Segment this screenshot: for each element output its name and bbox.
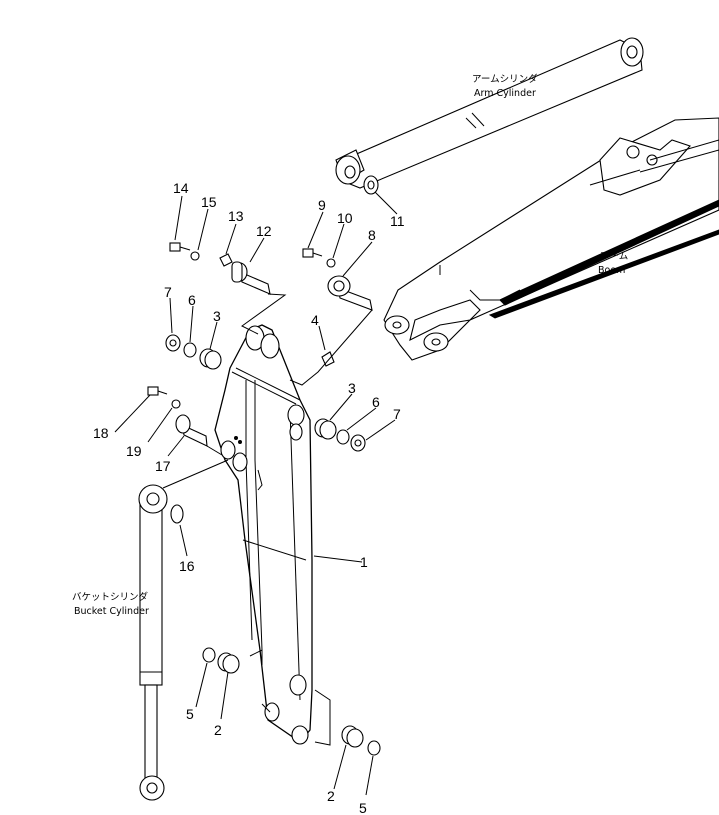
callout-numbers: 1 2 2 3 3 4 5 5 6 6 7 7 8 9 10 11 12 13 …: [93, 180, 405, 815]
bolts-washers: [147, 175, 381, 756]
callout-18: 18: [93, 425, 109, 441]
boom: [383, 117, 719, 361]
bucket-cylinder: [138, 484, 168, 801]
callout-8: 8: [368, 227, 376, 243]
callout-13: 13: [228, 208, 244, 224]
callout-2-right: 2: [327, 788, 335, 804]
callout-12: 12: [256, 223, 272, 239]
pin-17: [175, 414, 208, 447]
callout-3-left: 3: [213, 308, 221, 324]
arm-cylinder-label-jp: アームシリンダ: [472, 73, 538, 85]
callout-2-left: 2: [214, 722, 222, 738]
callout-6-right: 6: [372, 394, 380, 410]
callout-19: 19: [126, 443, 142, 459]
callout-9: 9: [318, 197, 326, 213]
callout-6-left: 6: [188, 292, 196, 308]
bucket-cylinder-label-jp: バケットシリンダ: [72, 591, 149, 603]
callout-7-right: 7: [393, 406, 401, 422]
pin-8: [327, 275, 373, 311]
arm: [214, 324, 313, 745]
callout-15: 15: [201, 194, 217, 210]
bucket-cylinder-label-en: Bucket Cylinder: [74, 606, 149, 617]
callout-16: 16: [179, 558, 195, 574]
pin-12: [231, 261, 271, 295]
leader-lines: [114, 191, 398, 796]
callout-4: 4: [311, 312, 319, 328]
boom-label-jp: ブーム: [600, 250, 628, 262]
callout-1: 1: [360, 554, 368, 570]
callout-5-left: 5: [186, 706, 194, 722]
callout-17: 17: [155, 458, 171, 474]
component-labels: アームシリンダ Arm Cylinder ブーム Boom バケットシリンダ B…: [72, 73, 628, 617]
arm-cylinder-label-en: Arm Cylinder: [474, 88, 536, 99]
callout-14: 14: [173, 180, 189, 196]
callout-5-right: 5: [359, 800, 367, 815]
arm-cylinder: [335, 37, 644, 189]
callout-10: 10: [337, 210, 353, 226]
callout-3-right: 3: [348, 380, 356, 396]
boom-label-en: Boom: [598, 265, 625, 276]
callout-7-left: 7: [164, 284, 172, 300]
callout-11: 11: [390, 213, 405, 229]
